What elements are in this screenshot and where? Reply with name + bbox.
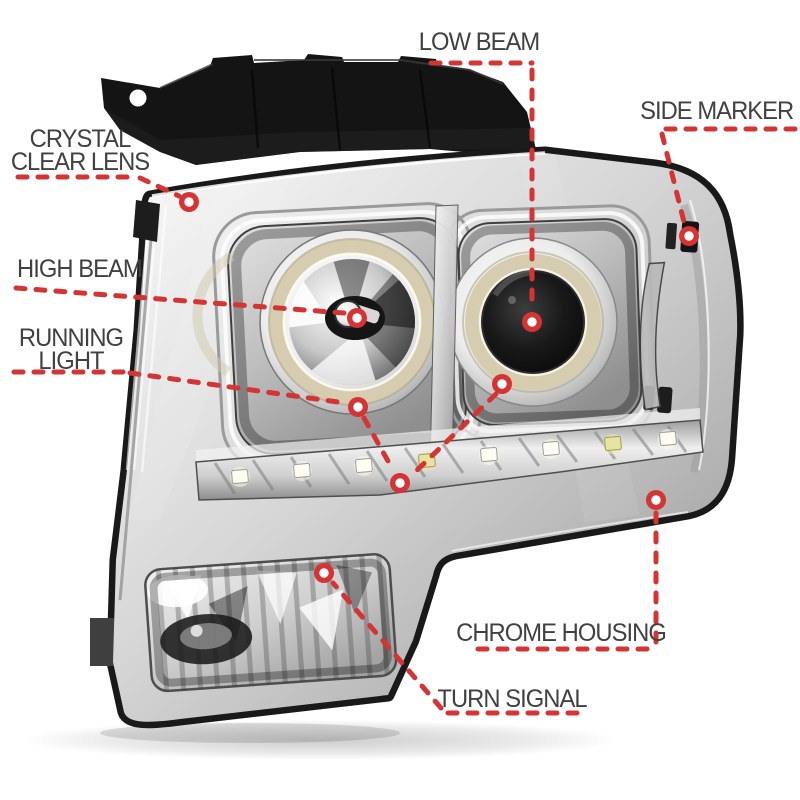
callout-line-chrome-housing (475, 510, 659, 652)
headlight-illustration (20, 54, 744, 760)
callout-points (179, 192, 699, 583)
callout-label-chrome-housing: CHROME HOUSING (456, 619, 667, 647)
crystal-clear-lens-line2: CLEAR LENS (10, 148, 150, 176)
callout-label-crystal-clear-lens: CRYSTAL CLEAR LENS (10, 125, 150, 176)
callout-label-high-beam: HIGH BEAM (17, 255, 143, 283)
callout-point-low-beam (522, 312, 542, 332)
callout-label-running-light: RUNNING LIGHT (18, 324, 124, 375)
callout-point-turn-signal (314, 563, 334, 583)
callout-lines (11, 60, 798, 716)
callout-line-running-light (11, 369, 499, 479)
ground-shadow-dark (100, 723, 400, 743)
callout-line-crystal-clear-lens (15, 174, 182, 199)
ground-shadow (20, 720, 620, 760)
callout-line-high-beam (13, 285, 347, 316)
callout-point-high-beam (347, 308, 367, 328)
turn-signal-reflector (144, 553, 398, 693)
running-light-line1: RUNNING (18, 324, 124, 352)
bracket-bolt-hole (129, 89, 147, 107)
callout-line-turn-signal (330, 580, 580, 716)
crystal-clear-lens-line1: CRYSTAL (29, 125, 132, 153)
callout-label-low-beam: LOW BEAM (418, 28, 540, 56)
callout-label-side-marker: SIDE MARKER (639, 97, 794, 125)
drl-led-strip (195, 408, 704, 501)
callout-line-side-marker (658, 126, 798, 225)
callout-point-running-light-right-halo (492, 374, 512, 394)
halo-ring-high-beam (269, 239, 435, 405)
housing-side-tab-lower-left (90, 618, 120, 666)
callout-point-running-light-led (390, 473, 410, 493)
housing-clip-tab-upper-left (133, 200, 160, 242)
callout-line-low-beam (428, 60, 535, 306)
callout-label-turn-signal: TURN SIGNAL (437, 685, 587, 713)
callout-point-running-light-left-halo (348, 397, 368, 417)
callout-point-crystal-clear-lens (179, 192, 199, 212)
callout-point-side-marker (679, 226, 699, 246)
led-chips (230, 429, 678, 487)
mounting-bracket (101, 54, 542, 165)
callout-point-chrome-housing (646, 490, 666, 510)
halo-reflection-arc (192, 251, 235, 377)
running-light-line2: LIGHT (38, 347, 104, 375)
